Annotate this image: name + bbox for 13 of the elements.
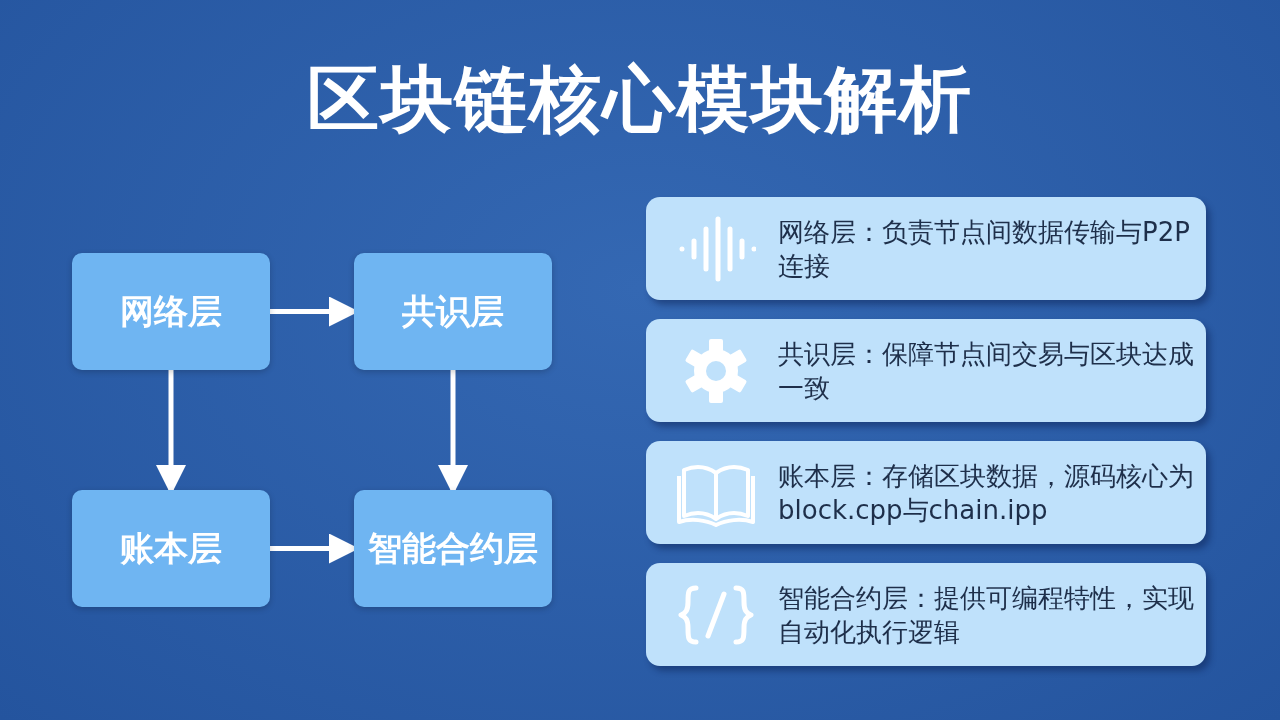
process-box: 智能合约层 — [354, 490, 552, 607]
info-card — [646, 197, 1206, 300]
description-text: 网络层：负责节点间数据传输与P2P连接 — [778, 215, 1191, 283]
process-box: 网络层 — [72, 253, 270, 370]
process-box: 共识层 — [354, 253, 552, 370]
info-card — [646, 319, 1206, 422]
title: 区块链核心模块解析 — [306, 56, 974, 143]
info-card — [646, 563, 1206, 666]
description-text: 共识层：保障节点间交易与区块达成一致 — [778, 337, 1195, 405]
process-box: 账本层 — [72, 490, 270, 607]
info-card — [646, 441, 1206, 544]
description-text: 智能合约层：提供可编程特性，实现自动化执行逻辑 — [778, 581, 1195, 649]
description-text: 账本层：存储区块数据，源码核心为block.cpp与chain.ipp — [778, 459, 1195, 527]
